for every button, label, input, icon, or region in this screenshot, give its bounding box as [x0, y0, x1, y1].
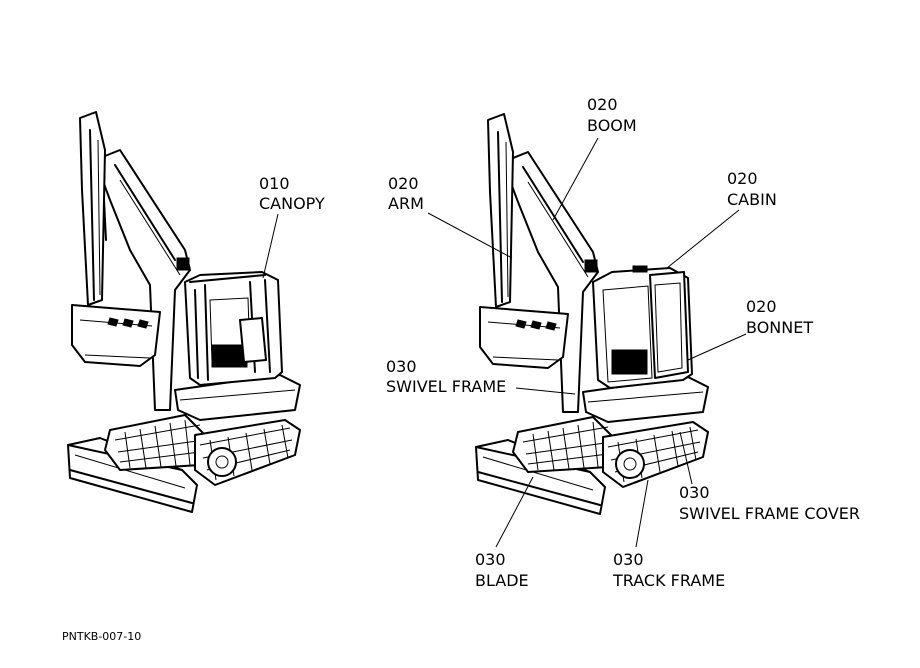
track-left-front: [104, 414, 211, 471]
callout-track-frame-code: 030: [613, 550, 644, 569]
callout-swivel-frame: 030 SWIVEL FRAME: [386, 357, 506, 396]
callout-swivel-frame-cover: 030 SWIVEL FRAME COVER: [679, 483, 860, 523]
callout-swivel-frame-cover-name: SWIVEL FRAME COVER: [679, 504, 860, 523]
callout-bonnet: 020 BONNET: [746, 297, 813, 337]
callout-boom-code: 020: [587, 95, 618, 114]
boom-right: [502, 151, 599, 413]
callout-canopy: 010 CANOPY: [259, 174, 325, 213]
callout-arm-code: 020: [388, 174, 419, 193]
callout-track-frame: 030 TRACK FRAME: [612, 550, 725, 590]
callout-arm-name: ARM: [388, 194, 424, 213]
callout-cabin: 020 CABIN: [727, 169, 777, 209]
leader-lines: [262, 137, 747, 548]
callout-cabin-name: CABIN: [727, 190, 777, 209]
callout-blade: 030 BLADE: [475, 550, 529, 590]
excavator-canopy-illustration: [67, 111, 301, 513]
leader-boom: [552, 137, 599, 221]
cabin-structure: [592, 265, 693, 389]
callout-arm: 020 ARM: [388, 174, 424, 213]
canopy-structure: [184, 271, 283, 386]
callout-boom: 020 BOOM: [587, 95, 637, 135]
boom-left: [94, 149, 191, 411]
leader-bonnet: [687, 333, 747, 361]
callout-bonnet-name: BONNET: [746, 318, 813, 337]
leader-blade: [495, 476, 534, 548]
leader-cabin: [666, 209, 740, 269]
callout-swivel-frame-cover-code: 030: [679, 483, 710, 502]
callout-swivel-frame-name: SWIVEL FRAME: [386, 377, 506, 396]
leader-swivel-frame-cover: [679, 431, 693, 485]
track-left-rear: [194, 419, 301, 486]
callout-blade-name: BLADE: [475, 571, 529, 590]
callout-boom-name: BOOM: [587, 116, 637, 135]
callout-canopy-code: 010: [259, 174, 290, 193]
leader-canopy: [262, 213, 279, 279]
callout-bonnet-code: 020: [746, 297, 777, 316]
arm-left: [79, 111, 107, 306]
callout-canopy-name: CANOPY: [259, 194, 325, 213]
leader-swivel-frame: [515, 387, 576, 395]
leader-track-frame: [635, 479, 649, 548]
callout-blade-code: 030: [475, 550, 506, 569]
callout-track-frame-name: TRACK FRAME: [612, 571, 725, 590]
callout-swivel-frame-code: 030: [386, 357, 417, 376]
arm-right: [487, 113, 514, 308]
leader-arm: [427, 212, 513, 259]
figure-code: PNTKB-007-10: [62, 630, 141, 643]
bucket-right: [479, 306, 569, 369]
track-right-rear: [602, 421, 709, 488]
bucket-left: [71, 304, 161, 367]
callout-cabin-code: 020: [727, 169, 758, 188]
excavator-cabin-illustration: [475, 113, 709, 515]
